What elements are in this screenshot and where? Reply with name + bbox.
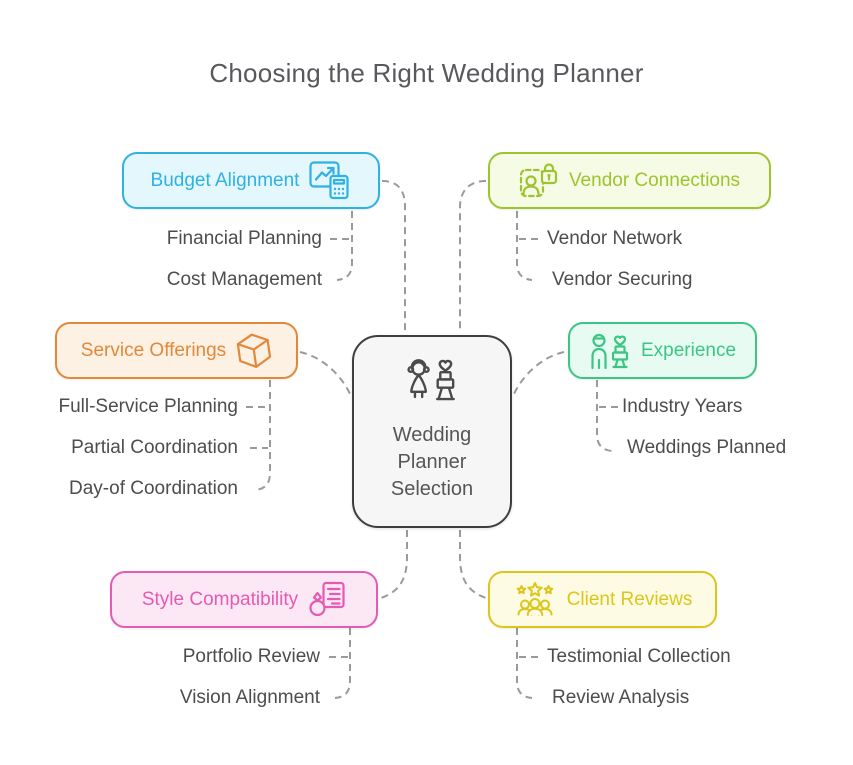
chart-calculator-icon [309, 161, 351, 200]
leaf-group-budget-alignment: Financial Planning Cost Management [167, 218, 322, 300]
connector-style-leaves [334, 628, 351, 699]
leaf-full-service-planning[interactable]: Full-Service Planning [58, 396, 238, 417]
person-scan-lock-icon [519, 162, 559, 200]
leaf-financial-planning[interactable]: Financial Planning [166, 228, 322, 249]
connector-experience-leaves [596, 380, 613, 452]
leaf-vendor-securing[interactable]: Vendor Securing [552, 269, 693, 290]
cube-icon [236, 332, 272, 370]
connector-center-to-client [459, 530, 487, 599]
branch-label-vendor-connections: Vendor Connections [568, 169, 741, 191]
leaf-review-analysis[interactable]: Review Analysis [552, 687, 690, 708]
branch-node-client-reviews[interactable]: Client Reviews [488, 571, 717, 628]
connector-center-to-style [380, 530, 408, 599]
branch-label-experience: Experience [640, 339, 737, 361]
stars-people-icon [513, 581, 557, 618]
branch-node-budget-alignment[interactable]: Budget Alignment [122, 152, 380, 209]
connector-budget-to-center [381, 180, 406, 333]
leaf-group-vendor-connections: Vendor Network Vendor Securing [547, 218, 693, 300]
bride-and-wedding-cake-icon [401, 357, 463, 414]
connector-budget-leaves [336, 211, 353, 281]
ring-document-icon [308, 581, 346, 618]
connector-service-to-center [299, 351, 352, 397]
branch-label-service-offerings: Service Offerings [80, 339, 227, 361]
leaf-partial-coordination[interactable]: Partial Coordination [71, 437, 238, 458]
connector-service-leaves [254, 380, 271, 491]
connector-vendor-leaves [516, 211, 533, 281]
leaf-testimonial-collection[interactable]: Testimonial Collection [547, 646, 731, 667]
connector-experience-to-center [512, 351, 565, 397]
branch-label-style-compatibility: Style Compatibility [141, 588, 299, 610]
leaf-day-of-coordination[interactable]: Day-of Coordination [69, 478, 238, 499]
leaf-group-client-reviews: Testimonial Collection Review Analysis [547, 636, 731, 718]
branch-node-vendor-connections[interactable]: Vendor Connections [488, 152, 771, 209]
leaf-industry-years[interactable]: Industry Years [622, 396, 743, 417]
leaf-portfolio-review[interactable]: Portfolio Review [182, 646, 320, 667]
central-node-wedding-planner-selection[interactable]: Wedding Planner Selection [352, 335, 512, 528]
leaf-group-service-offerings: Full-Service Planning Partial Coordinati… [58, 386, 238, 509]
leaf-vendor-network[interactable]: Vendor Network [547, 228, 683, 249]
leaf-group-experience: Industry Years Weddings Planned [622, 386, 786, 468]
page-title: Choosing the Right Wedding Planner [209, 58, 644, 88]
central-node-label: Wedding Planner Selection [390, 424, 474, 500]
leaf-cost-management[interactable]: Cost Management [166, 269, 322, 290]
branch-label-client-reviews: Client Reviews [566, 588, 693, 610]
branch-node-service-offerings[interactable]: Service Offerings [55, 322, 298, 379]
person-and-cake-icon [589, 332, 631, 370]
leaf-group-style-compatibility: Portfolio Review Vision Alignment [180, 636, 320, 718]
branch-node-experience[interactable]: Experience [568, 322, 757, 379]
connector-client-leaves [516, 628, 533, 699]
leaf-weddings-planned[interactable]: Weddings Planned [627, 437, 787, 458]
branch-label-budget-alignment: Budget Alignment [150, 169, 300, 191]
leaf-vision-alignment[interactable]: Vision Alignment [179, 687, 320, 708]
branch-node-style-compatibility[interactable]: Style Compatibility [110, 571, 378, 628]
connector-vendor-to-center [459, 180, 487, 333]
